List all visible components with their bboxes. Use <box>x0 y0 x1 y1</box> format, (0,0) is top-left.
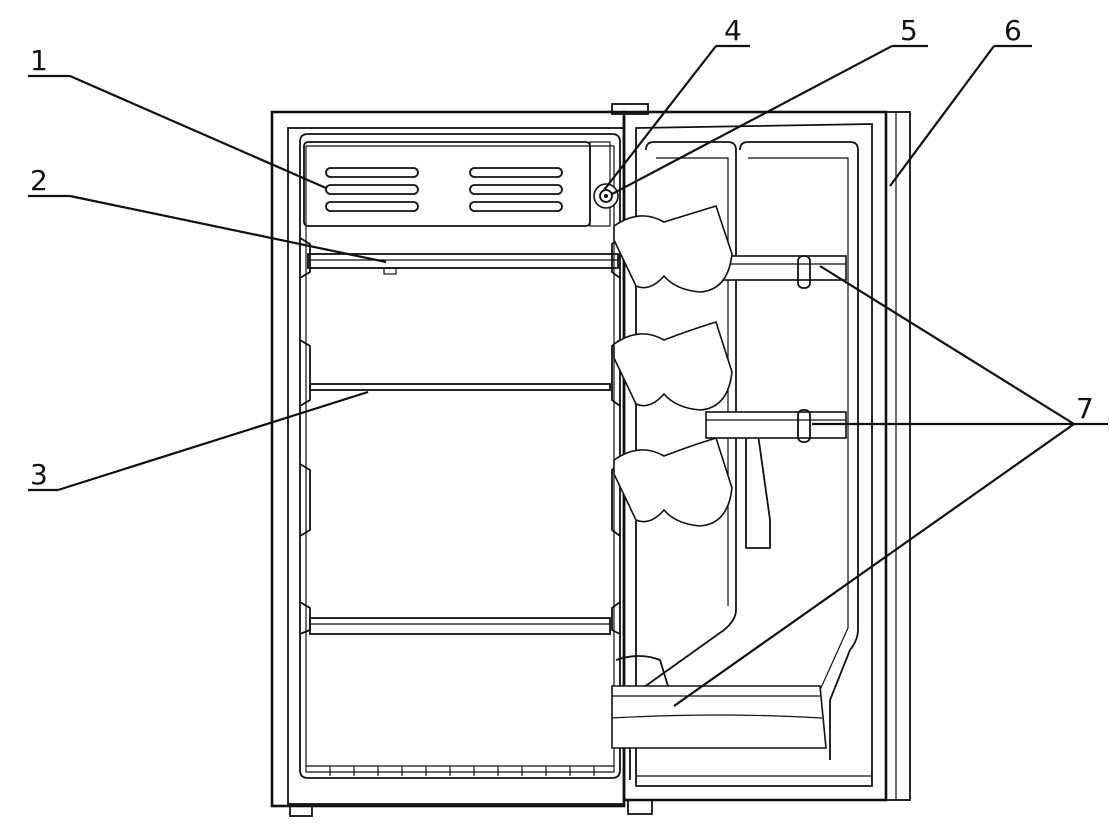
shelf-bottom <box>309 617 611 635</box>
foot-left <box>289 805 313 817</box>
door-shelves <box>613 205 847 527</box>
cabinet <box>270 103 653 817</box>
top-hinge <box>611 103 649 115</box>
foot-right <box>627 799 653 815</box>
evaporator-box <box>303 141 591 227</box>
thermostat <box>593 183 619 209</box>
leaders <box>28 44 1108 707</box>
can-holder-3 <box>613 437 733 527</box>
shelf-middle <box>309 383 611 391</box>
callout-1: 1 <box>30 44 48 77</box>
cabinet-inner-frame <box>287 127 625 805</box>
callout-6: 6 <box>1004 14 1022 47</box>
drip-tray-body <box>307 253 619 269</box>
shelves <box>299 237 621 635</box>
evaporator-compartment <box>303 141 611 227</box>
callout-7: 7 <box>1076 392 1094 425</box>
drip-tray <box>307 253 619 275</box>
door <box>611 110 911 802</box>
cabinet-outer <box>270 110 626 808</box>
can-holder-1 <box>613 205 733 293</box>
callout-3: 3 <box>30 458 48 491</box>
door-edge <box>885 111 911 801</box>
cabinet-liner <box>299 133 621 779</box>
cabinet-liner-inner <box>305 145 615 773</box>
callout-4: 4 <box>724 14 742 47</box>
can-holder-2 <box>613 321 733 411</box>
door-bin-bottom <box>611 685 827 749</box>
callout-labels: 1 2 3 4 5 6 7 <box>30 14 1094 491</box>
callout-5: 5 <box>900 14 918 47</box>
callout-2: 2 <box>30 164 48 197</box>
